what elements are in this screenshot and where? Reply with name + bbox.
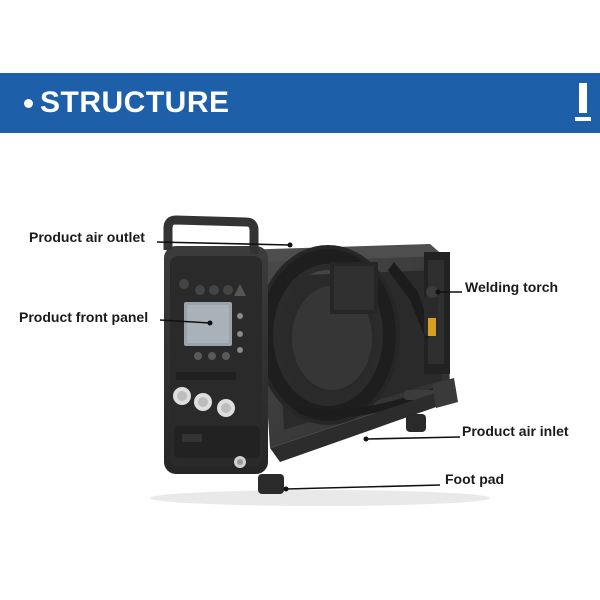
air-outlet-line	[156, 241, 291, 246]
label-air-outlet: Product air outlet	[29, 229, 145, 245]
label-front-panel: Product front panel	[19, 309, 149, 325]
carry-handle	[163, 215, 259, 254]
callout-lines	[156, 241, 462, 490]
label-welding-torch: Welding torch	[465, 279, 559, 295]
callout-dots	[207, 242, 441, 492]
front-panel-line	[159, 319, 211, 324]
exclamation-bar-icon	[575, 83, 591, 125]
label-foot-pad: Foot pad	[445, 471, 505, 487]
label-air-inlet: Product air inlet	[462, 423, 569, 439]
foot-pad	[258, 474, 284, 494]
front-panel-icons	[179, 279, 246, 296]
panel-button	[237, 313, 243, 319]
bullet-dot-icon	[24, 99, 33, 108]
header-banner: STRUCTURE	[0, 73, 600, 133]
floor-shadow	[150, 490, 490, 506]
welding-torch	[388, 262, 438, 340]
front-knobs	[173, 387, 235, 417]
page-title: STRUCTURE	[40, 86, 230, 119]
machine-base	[270, 388, 456, 462]
foot-pad-line	[285, 484, 441, 490]
air-inlet-line	[365, 436, 461, 440]
